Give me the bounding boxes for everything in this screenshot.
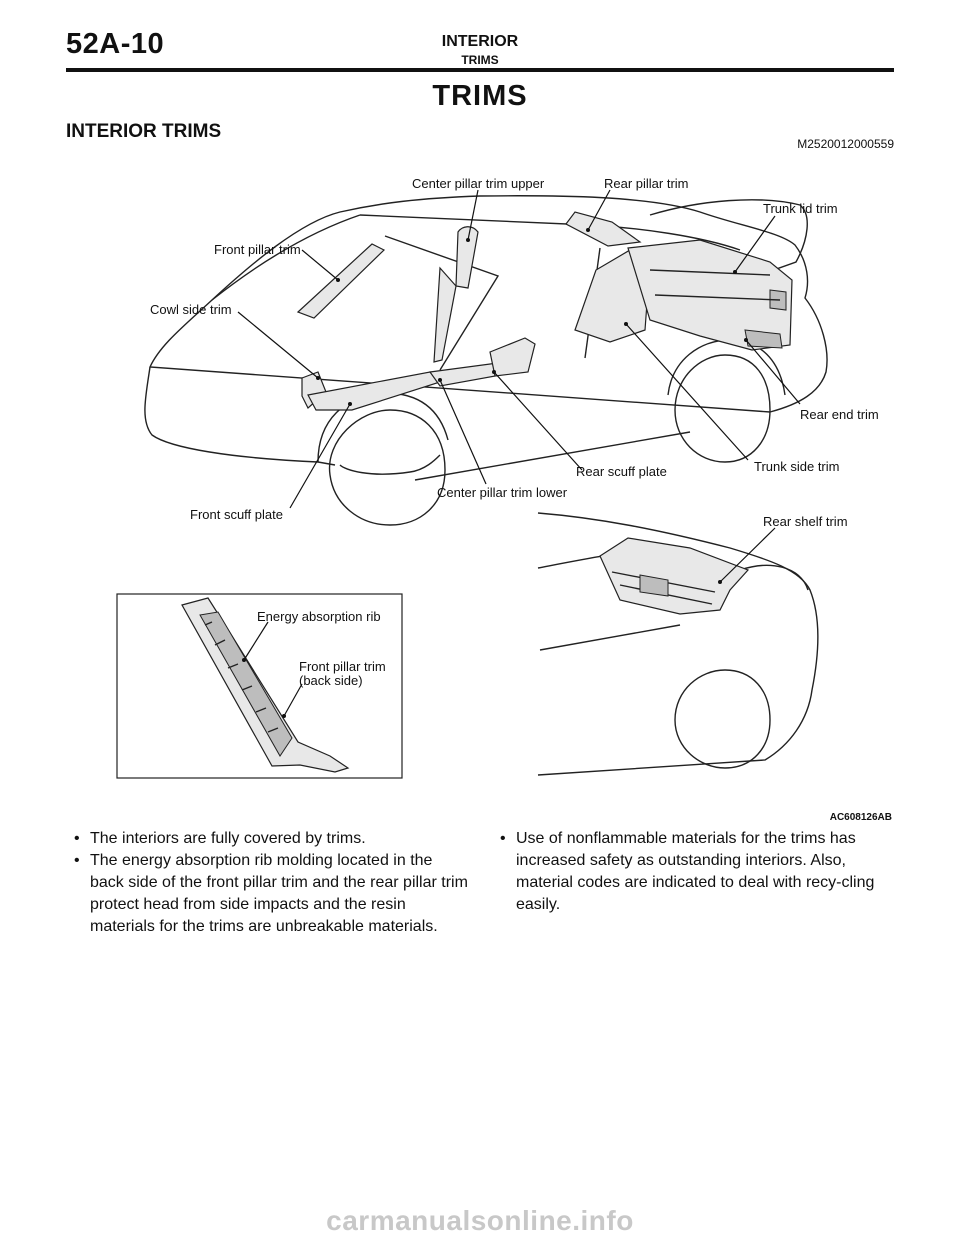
- front-scuff-plate-part: [307, 371, 442, 411]
- rear-pillar-trim-part: [565, 211, 642, 247]
- bullet-item: The interiors are fully covered by trims…: [68, 828, 468, 850]
- rear-shelf-wheel: [674, 669, 771, 769]
- bullet-item: Use of nonflammable materials for the tr…: [494, 828, 894, 916]
- label-energy-absorption-rib: Energy absorption rib: [257, 609, 381, 624]
- label-rear-shelf-trim: Rear shelf trim: [763, 514, 848, 529]
- label-trunk-side-trim: Trunk side trim: [754, 459, 840, 474]
- rear-wheel: [674, 354, 771, 463]
- front-wheel: [328, 409, 446, 526]
- body-text-left: The interiors are fully covered by trims…: [68, 828, 468, 938]
- car-body-outline: [144, 195, 828, 481]
- body-text-right: Use of nonflammable materials for the tr…: [494, 828, 894, 916]
- document-code: M2520012000559: [797, 137, 894, 151]
- interior-trims-illustration: [116, 189, 828, 779]
- front-pillar-trim-part: [296, 243, 386, 319]
- bullet-item: The energy absorption rib molding locate…: [68, 850, 468, 938]
- subsection-title: TRIMS: [461, 53, 499, 67]
- watermark: carmanualsonline.info: [326, 1205, 634, 1236]
- label-front-pillar-trim-back-line1: Front pillar trim: [299, 659, 386, 674]
- label-center-pillar-trim-upper: Center pillar trim upper: [412, 176, 545, 191]
- center-pillar-trim-upper-part: [455, 226, 479, 289]
- label-rear-scuff-plate: Rear scuff plate: [576, 464, 667, 479]
- label-front-scuff-plate: Front scuff plate: [190, 507, 283, 522]
- header-rule: [66, 68, 894, 72]
- label-front-pillar-trim: Front pillar trim: [214, 242, 301, 257]
- label-trunk-lid-trim: Trunk lid trim: [763, 201, 838, 216]
- section-heading: INTERIOR TRIMS: [66, 121, 222, 142]
- label-front-pillar-trim-back-line2: (back side): [299, 673, 363, 688]
- label-rear-pillar-trim: Rear pillar trim: [604, 176, 689, 191]
- rear-shelf-trim-part: [599, 537, 750, 615]
- inset-frame: [116, 593, 403, 779]
- page-number: 52A-10: [66, 28, 165, 60]
- label-rear-end-trim: Rear end trim: [800, 407, 879, 422]
- leader-lines: [237, 189, 801, 718]
- rear-scuff-plate-part: [489, 337, 536, 377]
- label-cowl-side-trim: Cowl side trim: [150, 302, 232, 317]
- figure-code: AC608126AB: [829, 812, 892, 823]
- rear-shelf-car-outline: [537, 512, 819, 776]
- trunk-lid-trim-part: [627, 239, 793, 351]
- label-center-pillar-trim-lower: Center pillar trim lower: [437, 485, 568, 500]
- section-title: INTERIOR: [441, 33, 519, 50]
- page-title: TRIMS: [432, 80, 528, 112]
